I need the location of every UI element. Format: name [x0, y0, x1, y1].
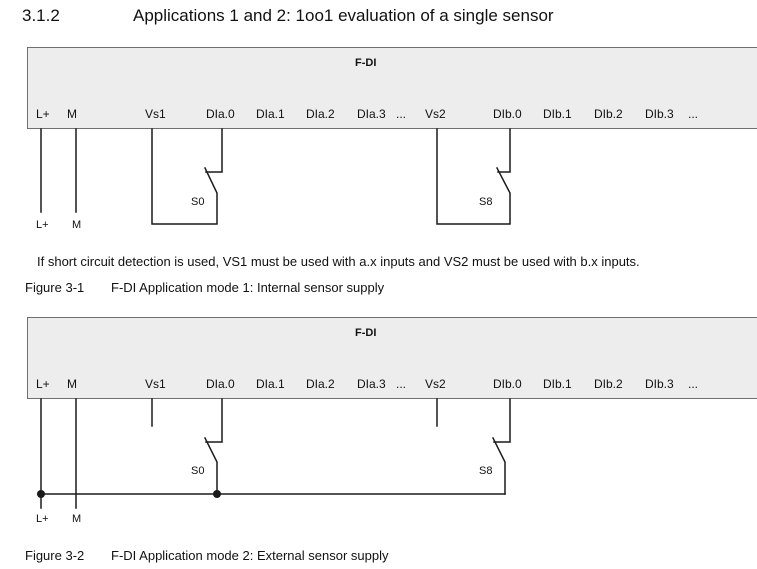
fig1-s8-loop — [436, 128, 511, 225]
terminal-dib2-2: DIb.2 — [594, 377, 623, 391]
supply-m-label-2: M — [72, 513, 82, 525]
terminal-dia1-2: DIa.1 — [256, 377, 285, 391]
terminal-m-2: M — [67, 377, 77, 391]
terminal-vs2-1: Vs2 — [425, 107, 446, 121]
supply-m-label-1: M — [72, 219, 82, 231]
sensor-s0-label-1: S0 — [191, 196, 205, 208]
supply-lplus-label-1: L+ — [36, 219, 49, 231]
terminal-dia0-1: DIa.0 — [206, 107, 235, 121]
fig2-s8-switch — [491, 436, 506, 495]
figure-3-1-caption: F-DI Application mode 1: Internal sensor… — [111, 280, 385, 295]
terminal-m-1: M — [67, 107, 77, 121]
short-circuit-note: If short circuit detection is used, VS1 … — [37, 254, 640, 269]
terminal-ellipsis-b-2: ... — [688, 377, 699, 391]
fig1-s0-loop — [151, 128, 218, 225]
terminal-dia1-1: DIa.1 — [256, 107, 285, 121]
fig2-lplus-junction — [37, 490, 45, 498]
figure-3-1-number: Figure 3-1 — [25, 280, 85, 295]
terminal-dib0-1: DIb.0 — [493, 107, 522, 121]
terminal-lplus-2: L+ — [36, 377, 50, 391]
terminal-vs2-2: Vs2 — [425, 377, 446, 391]
terminal-dib1-2: DIb.1 — [543, 377, 572, 391]
terminal-dia2-2: DIa.2 — [306, 377, 335, 391]
terminal-ellipsis-a-1: ... — [396, 107, 407, 121]
figure-3-2-caption: F-DI Application mode 2: External sensor… — [111, 548, 389, 563]
terminal-ellipsis-a-2: ... — [396, 377, 407, 391]
sensor-s8-label-2: S8 — [479, 465, 493, 477]
fig1-s8-contact — [497, 128, 511, 173]
terminal-dia0-2: DIa.0 — [206, 377, 235, 391]
terminal-dia3-2: DIa.3 — [357, 377, 386, 391]
terminal-dib2-1: DIb.2 — [594, 107, 623, 121]
fdi-module-label-1: F-DI — [355, 57, 377, 69]
sensor-s0-label-2: S0 — [191, 465, 205, 477]
supply-lplus-label-2: L+ — [36, 513, 49, 525]
figure-3-2-number: Figure 3-2 — [25, 548, 85, 563]
terminal-dia3-1: DIa.3 — [357, 107, 386, 121]
terminal-ellipsis-b-1: ... — [688, 107, 699, 121]
section-title: Applications 1 and 2: 1oo1 evaluation of… — [133, 6, 554, 25]
fig2-s8-contact — [493, 398, 511, 443]
fig2-s0-junction — [213, 490, 221, 498]
fig2-s0-switch — [203, 436, 218, 495]
fig1-s0-contact — [205, 128, 223, 173]
terminal-vs1-1: Vs1 — [145, 107, 166, 121]
terminal-lplus-1: L+ — [36, 107, 50, 121]
fdi-module-label-2: F-DI — [355, 327, 377, 339]
terminal-dib1-1: DIb.1 — [543, 107, 572, 121]
fig2-s0-contact — [205, 398, 223, 443]
section-number: 3.1.2 — [22, 6, 60, 25]
terminal-vs1-2: Vs1 — [145, 377, 166, 391]
terminal-dib3-1: DIb.3 — [645, 107, 674, 121]
terminal-dia2-1: DIa.2 — [306, 107, 335, 121]
fdi-module-box-2 — [27, 317, 757, 399]
fdi-module-box-1 — [27, 47, 757, 129]
terminal-dib0-2: DIb.0 — [493, 377, 522, 391]
terminal-dib3-2: DIb.3 — [645, 377, 674, 391]
sensor-s8-label-1: S8 — [479, 196, 493, 208]
